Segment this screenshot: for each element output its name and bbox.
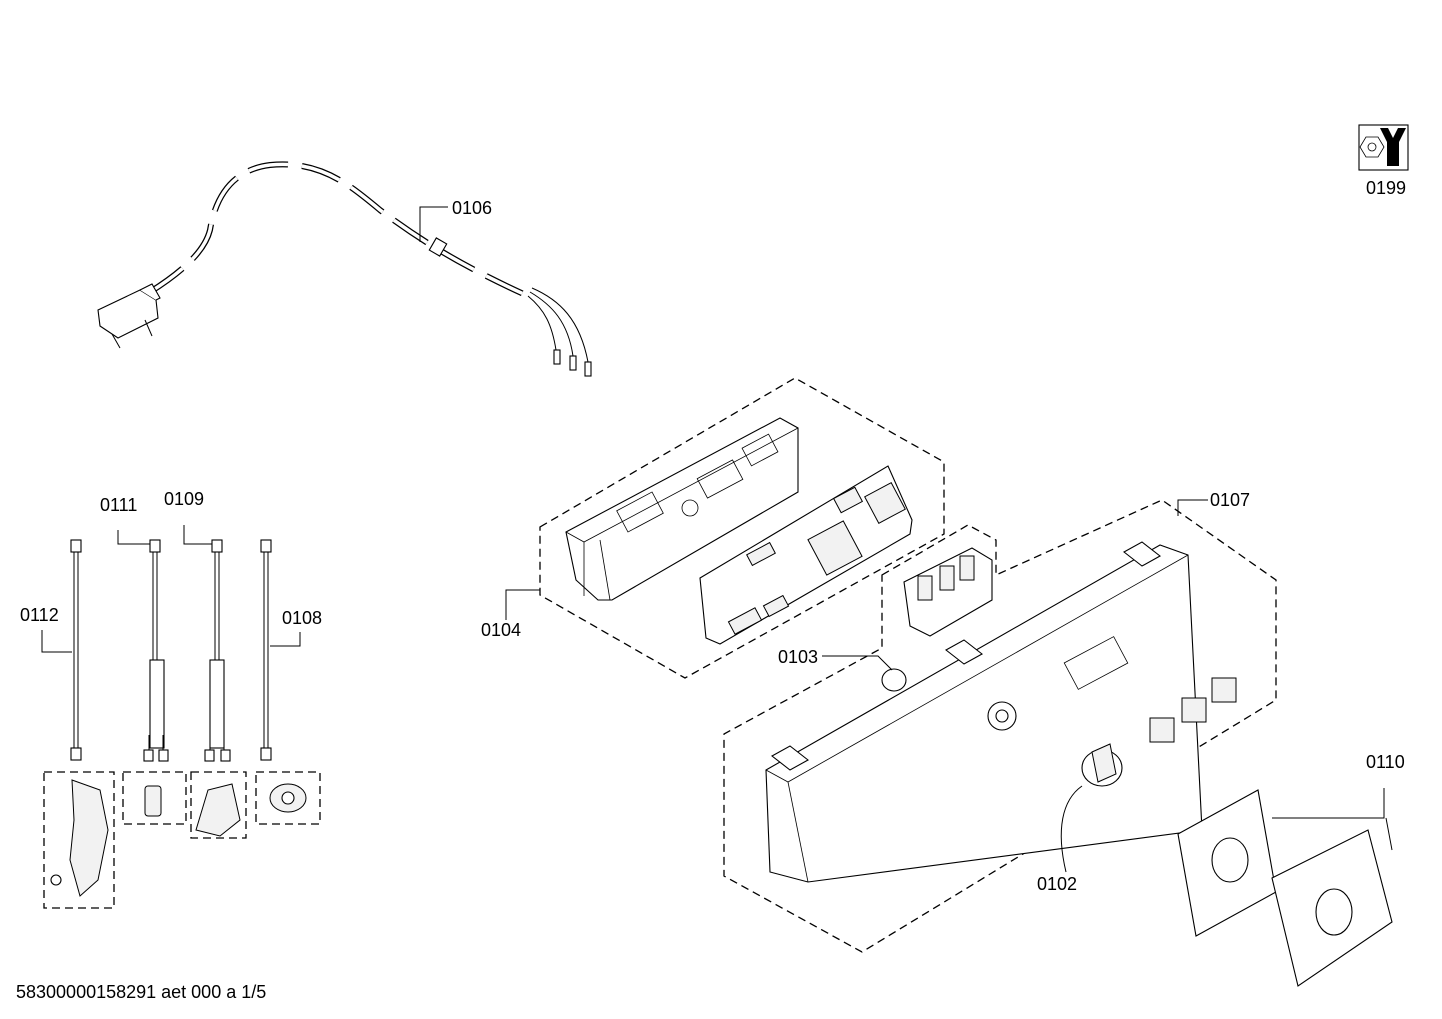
wire-harnesses — [41, 525, 321, 909]
control-module — [505, 377, 945, 679]
control-panel — [723, 499, 1277, 953]
power-cord — [97, 161, 592, 377]
document-id: 58300000158291 aet 000 a 1/5 — [16, 982, 266, 1002]
label-0199: 0199 — [1366, 178, 1406, 198]
label-0109: 0109 — [164, 489, 204, 509]
label-0110: 0110 — [1366, 752, 1405, 772]
cover-plates — [1177, 788, 1393, 987]
label-0103: 0103 — [778, 647, 818, 667]
label-0107: 0107 — [1210, 490, 1250, 510]
label-0112: 0112 — [20, 605, 59, 625]
label-0102: 0102 — [1037, 874, 1077, 894]
label-0111: 0111 — [100, 495, 137, 515]
label-0108: 0108 — [282, 608, 322, 628]
label-0106: 0106 — [452, 198, 492, 218]
tool-icon — [1358, 124, 1409, 171]
label-0104: 0104 — [481, 620, 521, 640]
